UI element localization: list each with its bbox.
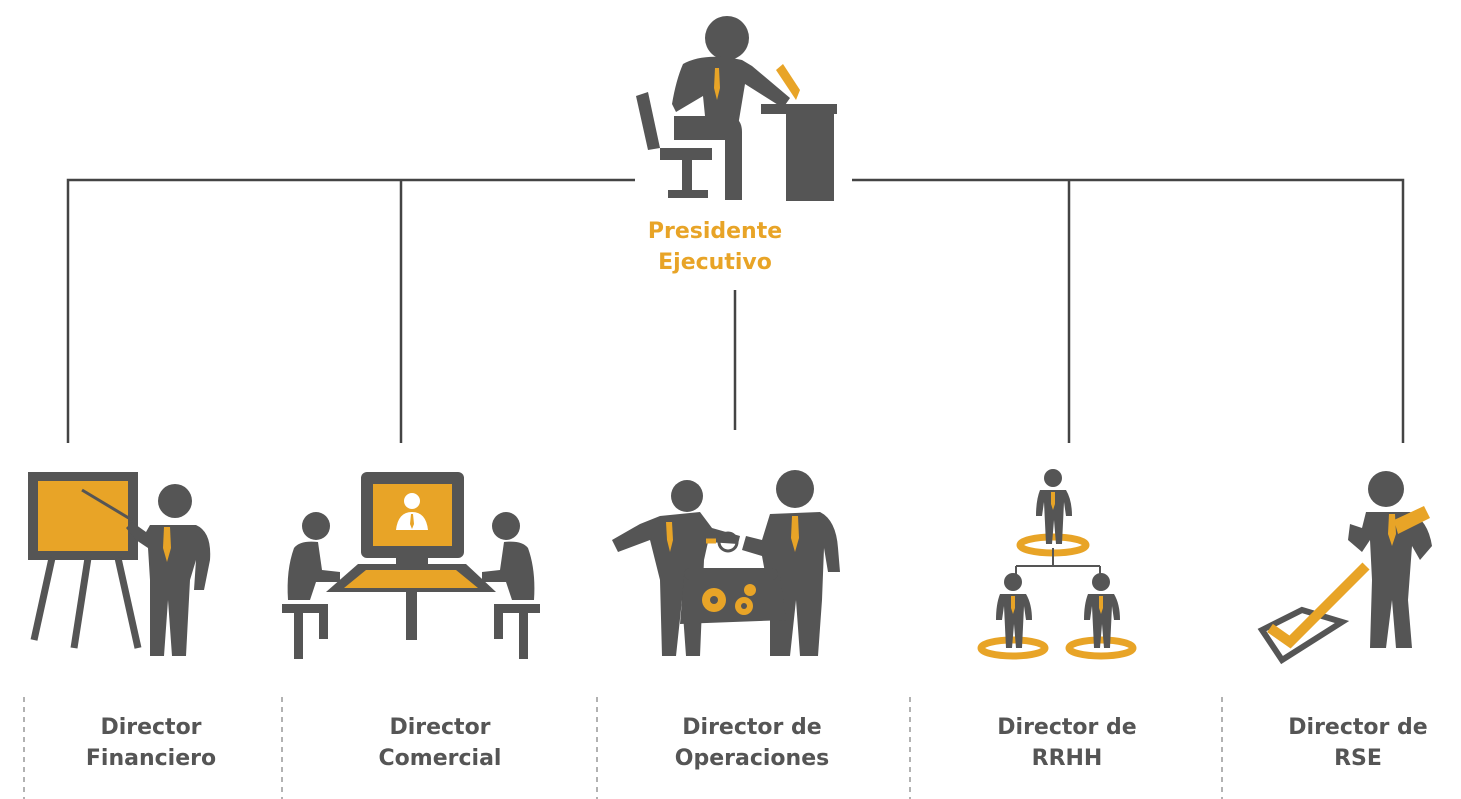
- president-label-line2: Ejecutivo: [658, 250, 772, 275]
- director-financiero-line2: Financiero: [85, 746, 217, 771]
- director-comercial-label: Director Comercial: [325, 712, 555, 774]
- director-rse-line1: Director de: [1288, 715, 1428, 740]
- video-conference-icon: [282, 472, 540, 659]
- director-comercial-line2: Comercial: [378, 746, 502, 771]
- president-label: Presidente Ejecutivo: [610, 216, 820, 278]
- connector-lines: [66, 178, 1405, 443]
- director-rse-label: Director de RSE: [1243, 712, 1461, 774]
- director-financiero-line1: Director: [100, 715, 202, 740]
- director-operaciones-line1: Director de: [682, 715, 822, 740]
- director-rse-line2: RSE: [1334, 746, 1382, 771]
- column-separators: [23, 697, 1223, 799]
- checklist-approval-icon: [1257, 471, 1432, 665]
- director-operaciones-line2: Operaciones: [674, 746, 830, 771]
- engineering-plan-icon: [612, 470, 840, 656]
- director-financiero-label: Director Financiero: [36, 712, 266, 774]
- connector-right: [852, 178, 1405, 443]
- director-comercial-line1: Director: [389, 715, 491, 740]
- connector-left: [66, 178, 635, 443]
- president-label-line1: Presidente: [647, 219, 783, 244]
- director-rrhh-label: Director de RRHH: [952, 712, 1182, 774]
- director-operaciones-label: Director de Operaciones: [637, 712, 867, 774]
- org-hierarchy-icon: [977, 469, 1137, 660]
- presenter-easel-icon: [28, 472, 211, 656]
- executive-at-desk-icon: [636, 16, 837, 201]
- director-rrhh-line1: Director de: [997, 715, 1137, 740]
- director-rrhh-line2: RRHH: [1031, 746, 1103, 771]
